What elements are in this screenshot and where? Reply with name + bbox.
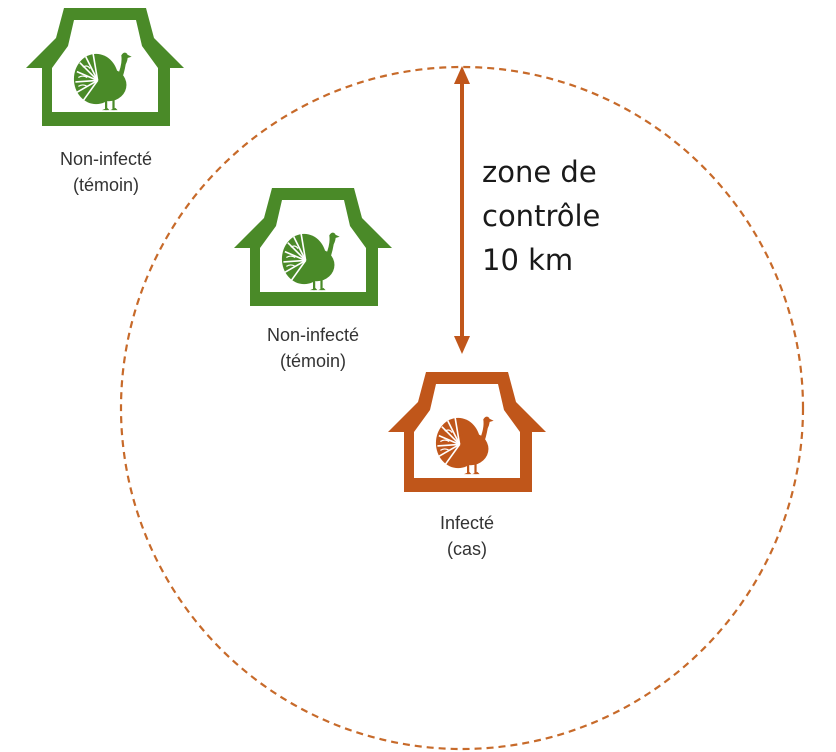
zone-label-line3: 10 km [482,243,574,277]
control-zone-circle [119,65,805,751]
barn-icon [234,188,392,306]
farm-label-control-2: Non-infecté (témoin) [243,322,383,374]
farm-label-line1: Non-infecté [266,325,360,345]
zone-label-line2: contrôle [482,199,601,233]
farm-label-line2: (témoin) [279,351,346,371]
farm-label-case: Infecté (cas) [397,510,537,562]
double-arrow-icon [454,66,470,354]
barn-icon [26,8,184,126]
farm-label-control-1: Non-infecté (témoin) [36,146,176,198]
zone-label-line1: zone de [482,155,597,189]
farm-label-line2: (cas) [447,539,487,559]
barn-icon [388,372,546,492]
farm-label-line1: Infecté [439,513,495,533]
farm-label-line1: Non-infecté [59,149,153,169]
control-zone-label: zone de contrôle 10 km [482,150,600,282]
farm-label-line2: (témoin) [72,175,139,195]
